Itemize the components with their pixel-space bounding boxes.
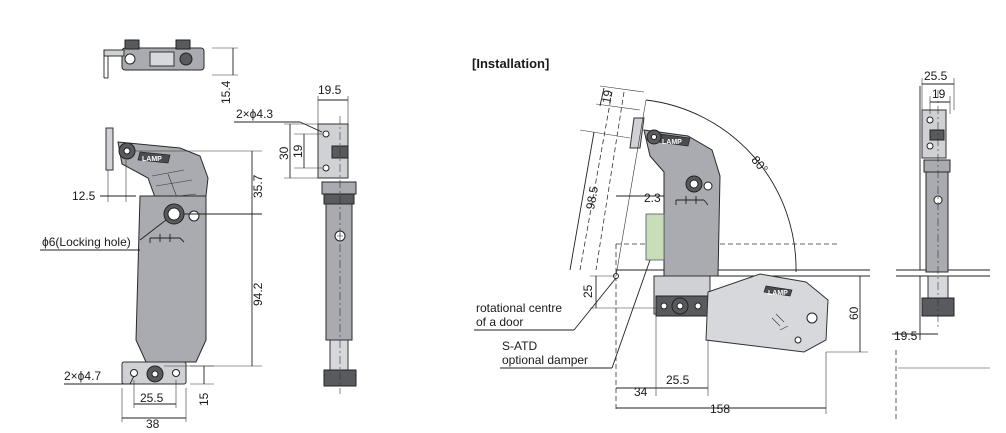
dim-2-3: 2.3 xyxy=(644,191,661,205)
dim-19-side: 19 xyxy=(291,144,305,158)
top-view-bracket xyxy=(103,49,125,57)
front-mount-plate xyxy=(105,127,114,171)
rotational-centre-label-2: of a door xyxy=(476,315,523,329)
installation-view: [Installation] LAMP LAMP xyxy=(472,56,870,416)
front-logo: LAMP xyxy=(142,156,162,163)
dim-158: 158 xyxy=(710,402,730,416)
dim-19-5-top: 19.5 xyxy=(318,83,342,97)
installation-hinge-body xyxy=(643,129,721,277)
dim-30: 30 xyxy=(277,146,291,160)
installation-door-hinge xyxy=(705,273,829,353)
dim-2x-phi-4-7: 2×ϕ4.7 xyxy=(64,369,101,383)
satd-label-1: S-ATD xyxy=(502,339,537,353)
dim-15: 15 xyxy=(197,392,211,406)
dim-19-inst: 19 xyxy=(599,89,615,105)
dim-2x-phi-4-3: 2×ϕ4.3 xyxy=(236,107,273,121)
dim-19-right: 19 xyxy=(932,87,946,101)
dim-25-5-right: 25.5 xyxy=(924,69,948,83)
rotational-centre-label-1: rotational centre xyxy=(476,301,562,315)
dim-34: 34 xyxy=(634,385,648,399)
satd-label-2: optional damper xyxy=(502,353,588,367)
dim-35-7: 35.7 xyxy=(251,174,265,198)
right-side-body xyxy=(925,171,949,273)
dim-25-5-inst: 25.5 xyxy=(666,373,690,387)
svg-text:LAMP: LAMP xyxy=(768,290,788,297)
dim-19-5-right: 19.5 xyxy=(894,329,918,343)
dim-12-5: 12.5 xyxy=(72,189,96,203)
s-atd-damper xyxy=(645,213,665,261)
side-body xyxy=(325,203,353,341)
dim-38: 38 xyxy=(146,417,160,431)
front-main-body xyxy=(135,195,207,363)
installation-title: [Installation] xyxy=(472,56,549,71)
svg-text:LAMP: LAMP xyxy=(662,139,682,146)
front-view: LAMP 12.5 35.7 94.2 ϕ xyxy=(40,127,265,431)
angle-80: 80° xyxy=(748,153,771,176)
locking-hole-label: ϕ6(Locking hole) xyxy=(42,235,131,249)
right-side-view: 25.5 19 19.5 xyxy=(892,69,990,420)
dim-98-5: 98.5 xyxy=(583,185,601,211)
dim-25: 25 xyxy=(581,284,595,298)
top-view: 15.4 xyxy=(103,39,238,104)
dim-60: 60 xyxy=(847,306,861,320)
dim-15-4: 15.4 xyxy=(219,80,233,104)
dim-25-5-front: 25.5 xyxy=(140,391,164,405)
side-view: 19.5 2×ϕ4.3 30 19 xyxy=(234,83,357,394)
dim-94-2: 94.2 xyxy=(251,282,265,306)
